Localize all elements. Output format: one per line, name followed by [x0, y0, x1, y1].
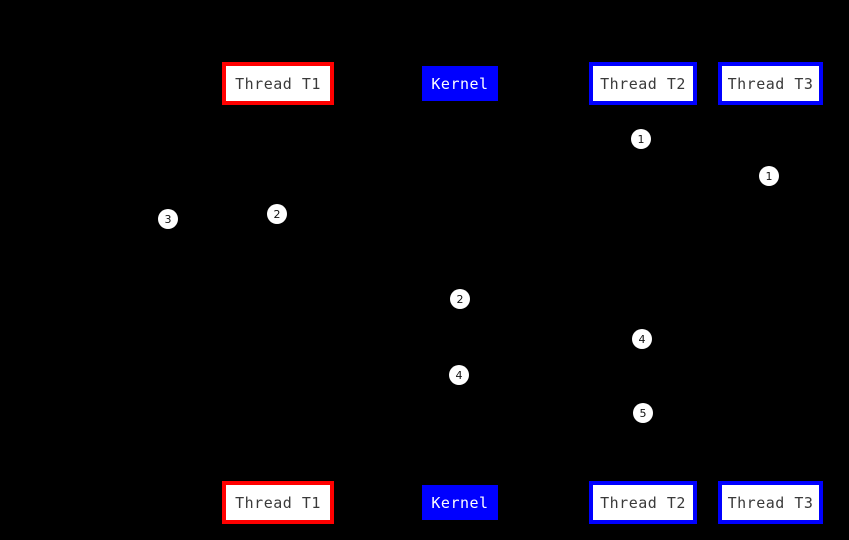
- participant-t2-top-label: Thread T2: [600, 74, 686, 93]
- step-badge-label: 1: [637, 132, 645, 146]
- message-arrow-1: [630, 126, 656, 127]
- participant-t3-top-label: Thread T3: [727, 74, 814, 93]
- participant-kernel-top[interactable]: Kernel: [422, 66, 498, 101]
- step-badge[interactable]: 4: [449, 365, 469, 385]
- step-badge-label: 4: [455, 368, 463, 382]
- participant-t2-bottom-label: Thread T2: [600, 493, 686, 512]
- step-badge[interactable]: 4: [632, 329, 652, 349]
- lifeline-t1: [278, 105, 279, 481]
- lifeline-t2: [643, 105, 644, 481]
- message-arrow-5: [447, 288, 473, 289]
- step-badge-label: 4: [638, 332, 646, 346]
- participant-t3-bottom-label: Thread T3: [727, 493, 814, 512]
- step-badge-label: 3: [164, 212, 172, 226]
- participant-kernel-bottom[interactable]: Kernel: [422, 485, 498, 520]
- message-arrow-3: [278, 214, 643, 215]
- participant-kernel-bottom-label: Kernel: [431, 493, 489, 512]
- step-badge-label: 2: [273, 207, 281, 221]
- step-badge[interactable]: 5: [633, 403, 653, 423]
- participant-t1-bottom[interactable]: Thread T1: [222, 481, 334, 524]
- message-arrow-8: [630, 402, 656, 403]
- lifeline-t3: [770, 105, 771, 481]
- participant-t2-top[interactable]: Thread T2: [589, 62, 697, 105]
- participant-t1-top-label: Thread T1: [235, 74, 321, 93]
- step-badge[interactable]: 2: [267, 204, 287, 224]
- step-badge-label: 5: [639, 406, 647, 420]
- step-badge[interactable]: 3: [158, 209, 178, 229]
- step-badge[interactable]: 2: [450, 289, 470, 309]
- participant-t3-bottom[interactable]: Thread T3: [718, 481, 823, 524]
- participant-t1-top[interactable]: Thread T1: [222, 62, 334, 105]
- step-badge[interactable]: 1: [759, 166, 779, 186]
- participant-t3-top[interactable]: Thread T3: [718, 62, 823, 105]
- step-badge[interactable]: 1: [631, 129, 651, 149]
- message-arrow-4: [160, 219, 278, 220]
- participant-t1-bottom-label: Thread T1: [235, 493, 321, 512]
- message-arrow-6: [630, 328, 656, 329]
- step-badge-label: 1: [765, 169, 773, 183]
- participant-t2-bottom[interactable]: Thread T2: [589, 481, 697, 524]
- message-arrow-7: [447, 364, 473, 365]
- step-badge-label: 2: [456, 292, 464, 306]
- participant-kernel-top-label: Kernel: [431, 74, 489, 93]
- message-arrow-2: [757, 163, 783, 164]
